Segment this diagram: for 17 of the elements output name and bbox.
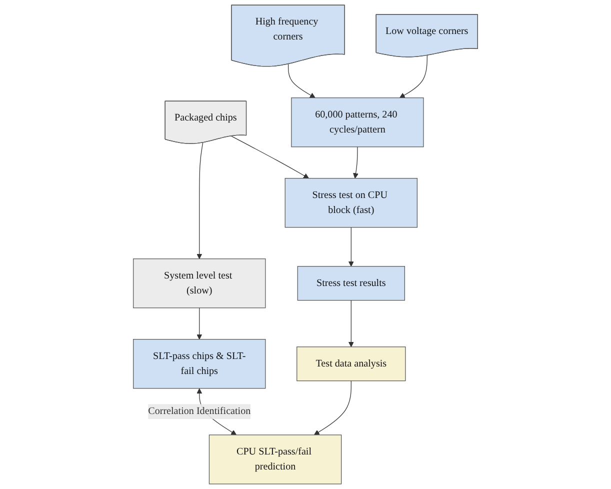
node-box: SLT-pass chips & SLT-fail chips	[133, 339, 266, 389]
arrow	[348, 300, 354, 348]
edge-label: Correlation Identification	[148, 406, 251, 417]
arrow	[196, 142, 204, 260]
arrow	[288, 64, 316, 98]
node-box: Stress test on CPU block (fast)	[284, 178, 418, 228]
arrow	[314, 380, 352, 436]
node-box: CPU SLT-pass/fail prediction	[208, 434, 342, 484]
arrow	[400, 55, 428, 98]
arrow	[231, 136, 309, 179]
arrow	[353, 146, 358, 179]
node-box: System level test (slow)	[133, 258, 266, 308]
node-box: Test data analysis	[296, 346, 406, 382]
arrow	[196, 308, 202, 340]
arrow	[348, 227, 354, 267]
node-box: 60,000 patterns, 240 cycles/pattern	[291, 97, 424, 148]
node-box: Stress test results	[297, 266, 405, 301]
